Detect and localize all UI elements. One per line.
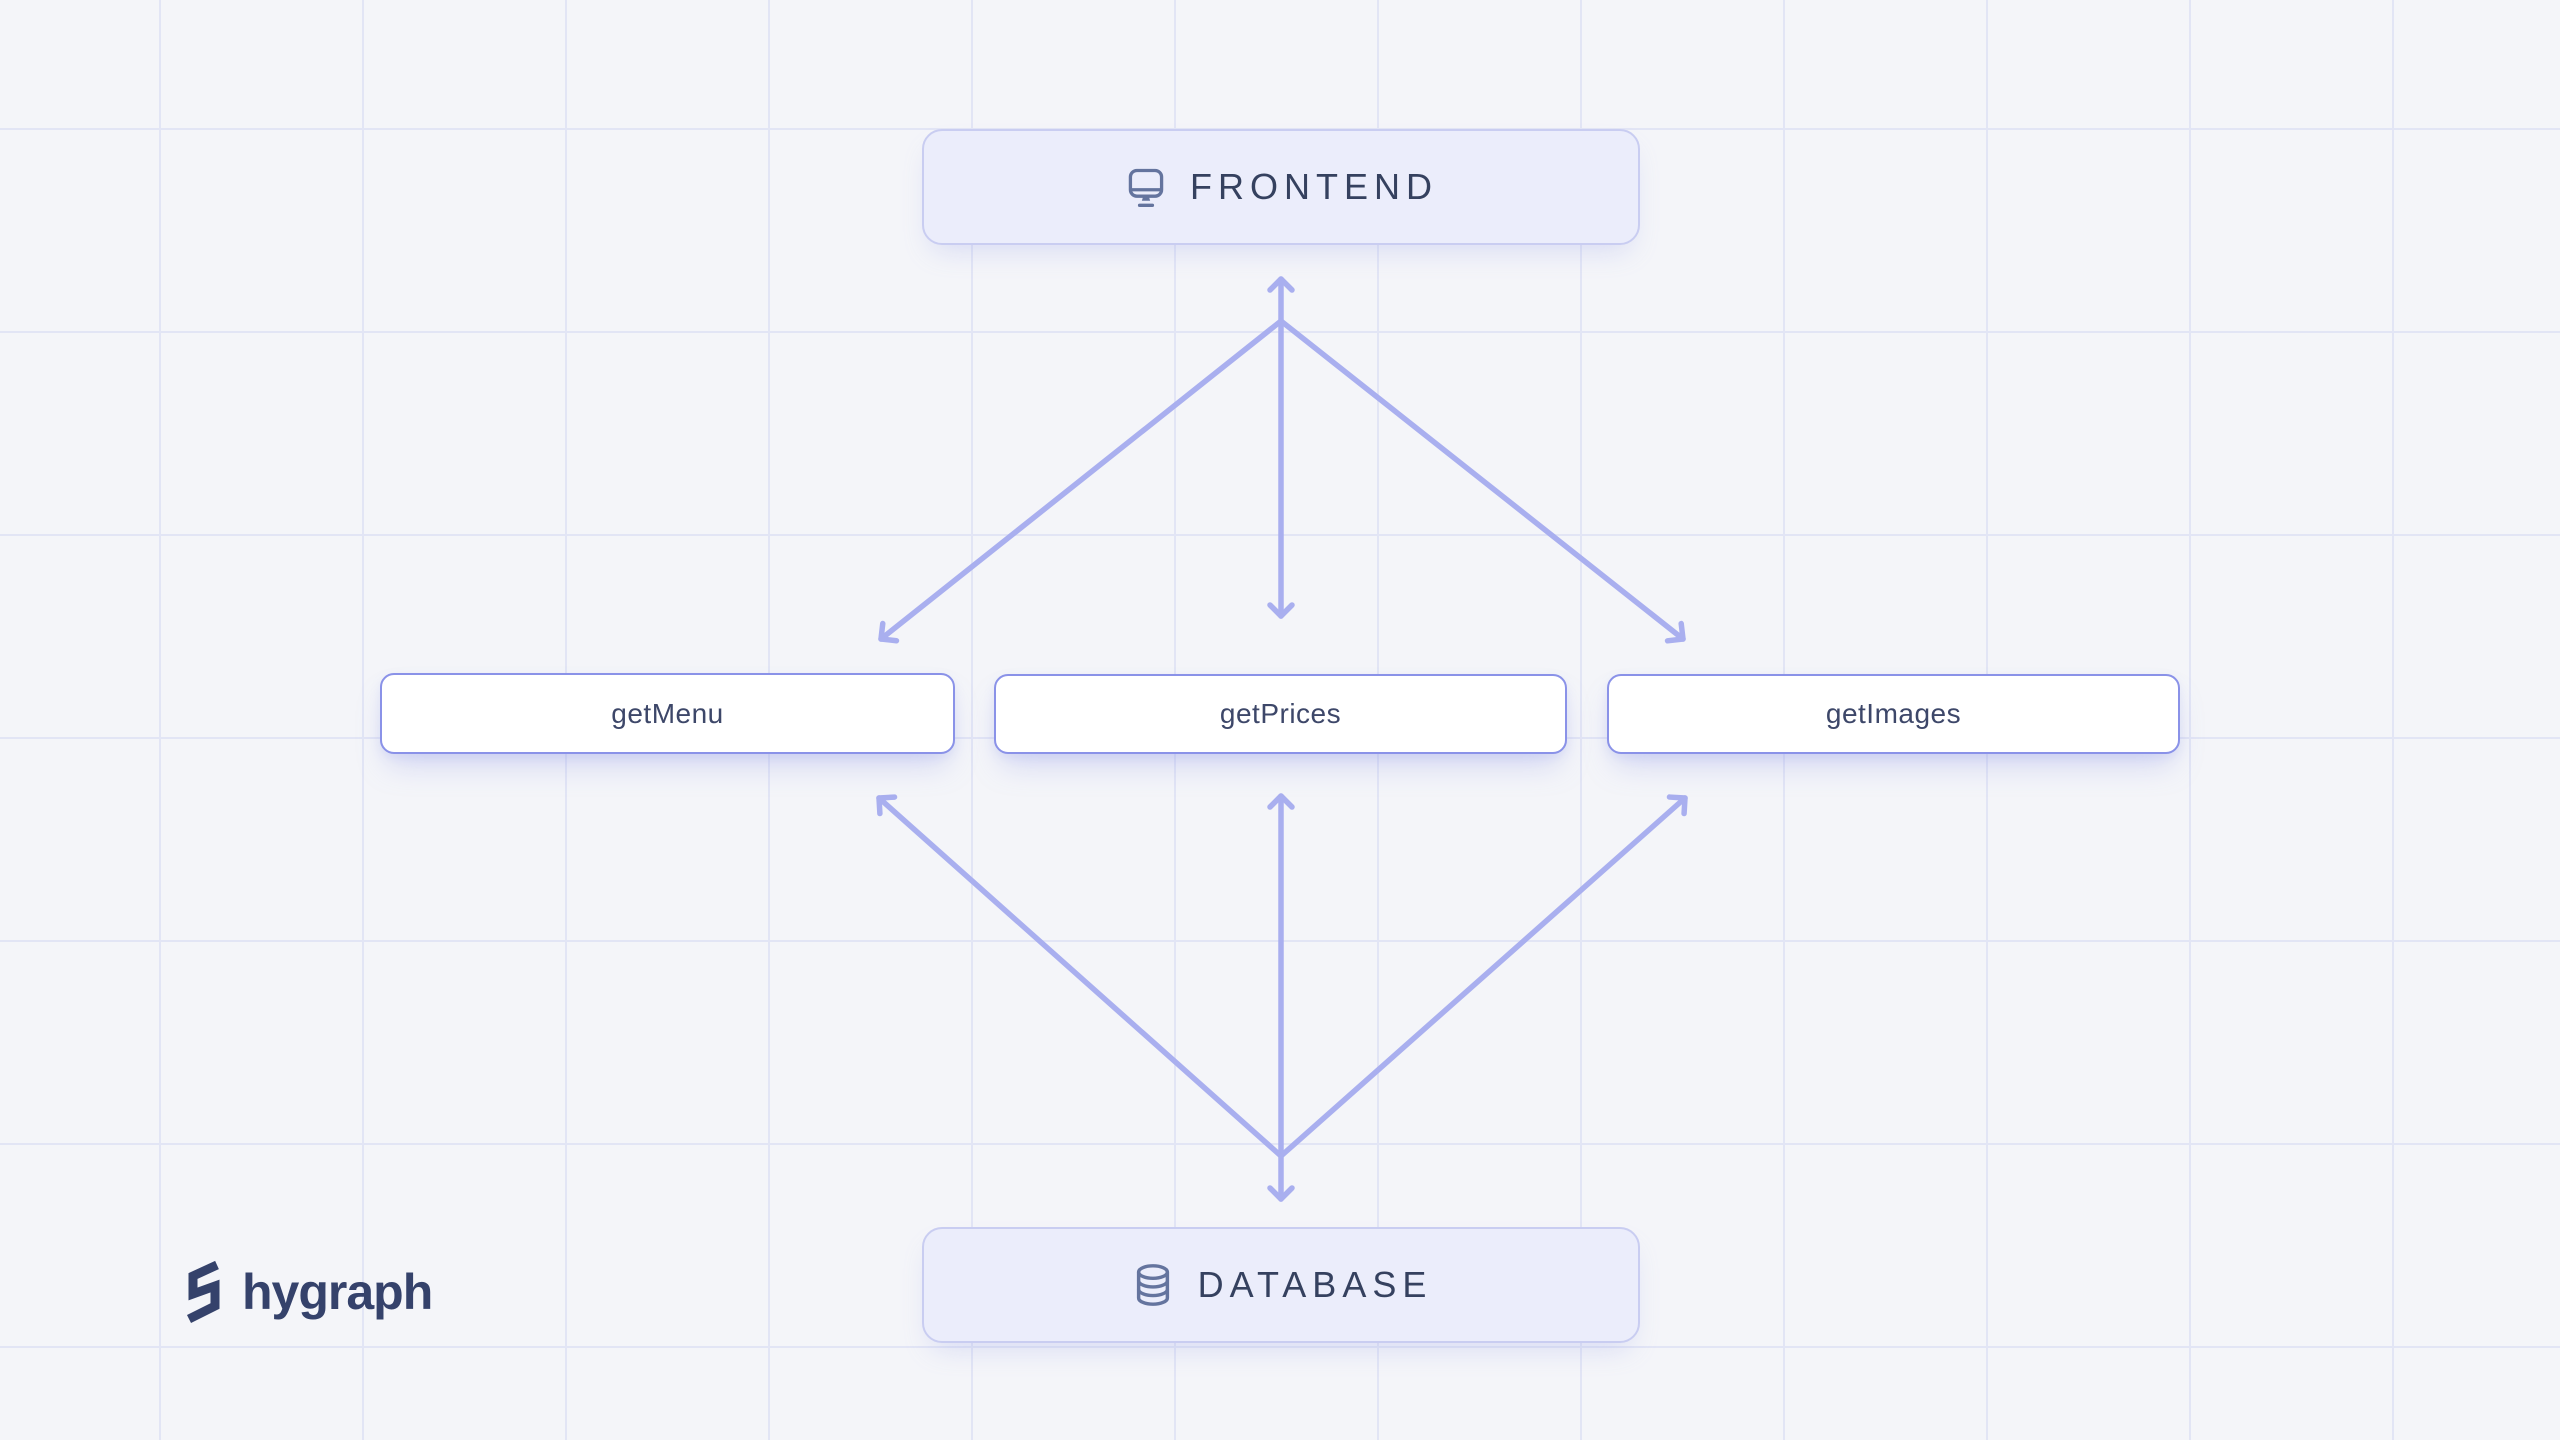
- hygraph-logo-mark: [180, 1260, 228, 1324]
- node-frontend: FRONTEND: [922, 129, 1640, 245]
- monitor-icon: [1124, 165, 1168, 209]
- node-getimages: getImages: [1607, 674, 2180, 754]
- arrow-getmenu-database: [876, 794, 1284, 1159]
- hygraph-logo-text: hygraph: [242, 1264, 433, 1320]
- node-getprices: getPrices: [994, 674, 1567, 754]
- node-getmenu: getMenu: [380, 673, 955, 754]
- database-icon: [1130, 1262, 1176, 1308]
- arrow-getimages-database: [1278, 794, 1688, 1159]
- frontend-label: FRONTEND: [1190, 166, 1438, 207]
- getmenu-label: getMenu: [611, 697, 724, 729]
- arrow-frontend-getimages: [1278, 318, 1686, 644]
- arrow-frontend-getmenu: [878, 318, 1284, 644]
- getimages-label: getImages: [1825, 698, 1962, 729]
- getprices-label: getPrices: [1219, 698, 1342, 729]
- hygraph-logo: hygraph: [180, 1260, 433, 1324]
- database-label: DATABASE: [1197, 1264, 1433, 1305]
- node-database: DATABASE: [922, 1227, 1640, 1343]
